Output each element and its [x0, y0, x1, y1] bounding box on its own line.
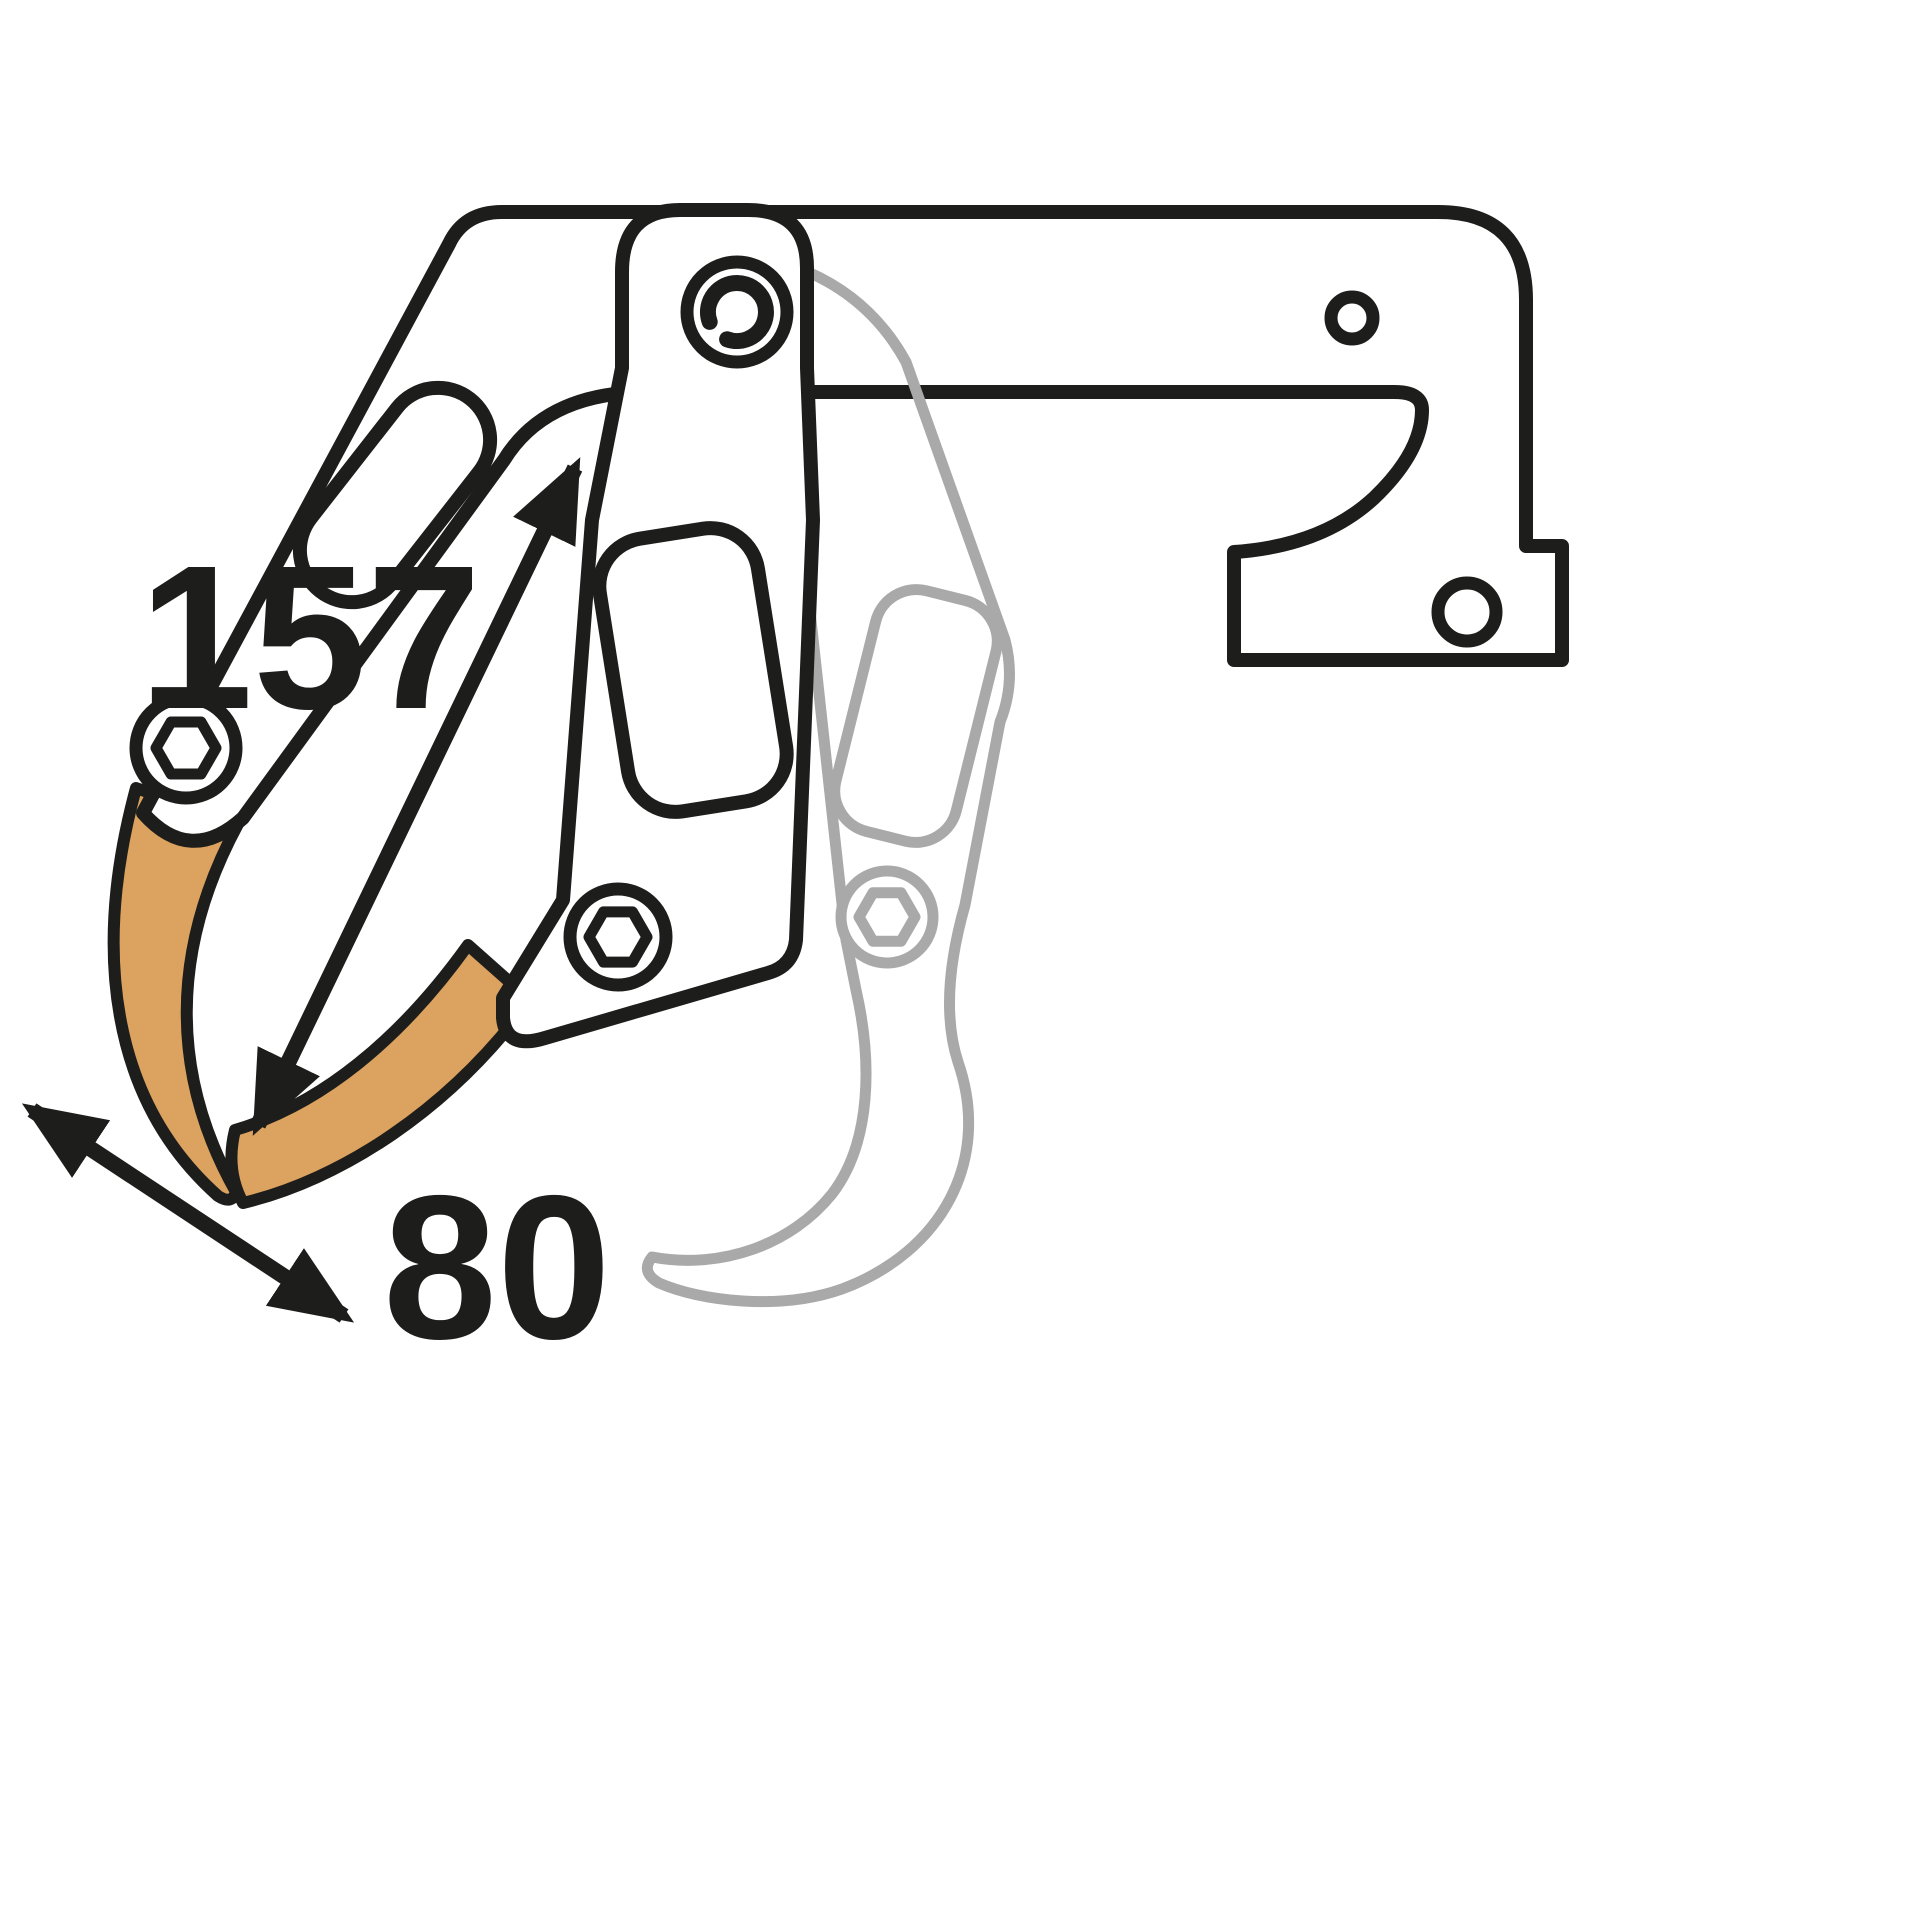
hook-body [136, 205, 1569, 848]
rivet-hole-icon [1431, 576, 1503, 648]
ghost-gate-window [829, 584, 1003, 848]
pivot [680, 255, 794, 369]
ghost-hex-bolt-icon [835, 865, 939, 969]
dimension-arrow-icon [250, 457, 583, 1136]
pivot-ring-icon [699, 275, 774, 350]
length-dimension-label: 157 [139, 523, 481, 752]
ghost-gate-outline [641, 266, 1015, 1308]
hex-bolt-icon [129, 691, 243, 805]
ghost-open-gate [641, 266, 1015, 1308]
rivet-hole-icon [1324, 290, 1380, 346]
hex-bolt-icon [563, 882, 673, 992]
width-dimension-label: 80 [383, 1153, 611, 1382]
dimension-arrow-icon [21, 1103, 355, 1323]
gate-window-cutout [592, 521, 794, 819]
hook-throat-highlight-left [107, 782, 244, 1206]
